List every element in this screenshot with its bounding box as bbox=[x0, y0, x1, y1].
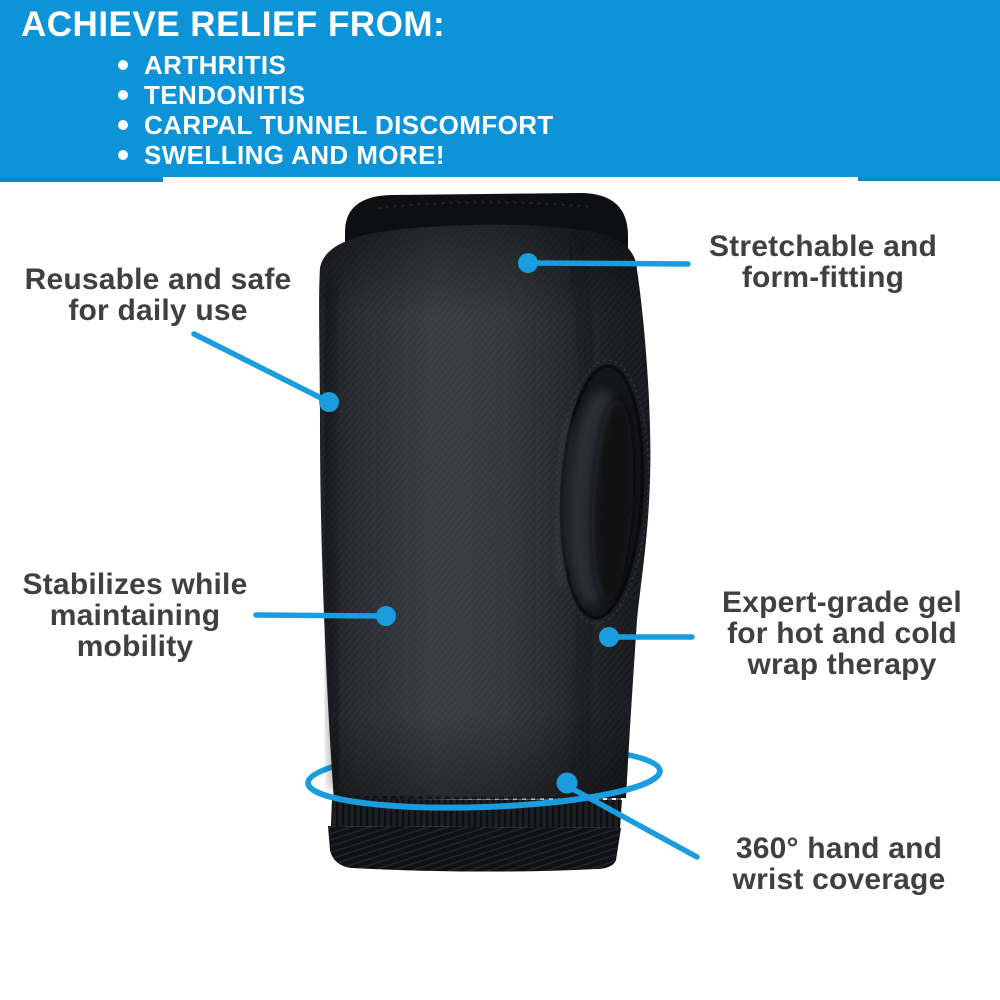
leader-line-stabilizes bbox=[253, 612, 387, 619]
banner-bullet: SWELLING AND MORE! bbox=[118, 140, 554, 170]
leader-dot-expert-gel bbox=[599, 627, 619, 647]
callout-line: Stretchable and bbox=[708, 230, 938, 263]
callout-stretchable: Stretchable and form-fitting bbox=[668, 231, 978, 293]
leader-line-reusable bbox=[191, 331, 330, 404]
callout-expert-gel: Expert-grade gel for hot and cold wrap t… bbox=[696, 587, 988, 680]
leader-dot-stabilizes bbox=[376, 606, 396, 626]
callout-reusable: Reusable and safe for daily use bbox=[8, 264, 308, 326]
callout-line: maintaining bbox=[49, 599, 221, 632]
banner-title: ACHIEVE RELIEF FROM: bbox=[21, 5, 446, 44]
coverage-ellipse-front bbox=[305, 767, 663, 811]
banner-edge-right bbox=[858, 177, 1000, 181]
banner-bullet: CARPAL TUNNEL DISCOMFORT bbox=[118, 110, 554, 140]
callout-line: for hot and cold bbox=[727, 617, 957, 650]
banner-edge-left bbox=[0, 177, 163, 182]
callout-line: form-fitting bbox=[741, 261, 905, 294]
banner-bullet-list: ARTHRITIS TENDONITIS CARPAL TUNNEL DISCO… bbox=[118, 50, 554, 170]
callout-stabilizes: Stabilizes while maintaining mobility bbox=[0, 569, 270, 662]
callout-line: for daily use bbox=[68, 294, 248, 327]
banner-bullet: TENDONITIS bbox=[118, 80, 554, 110]
banner-bullet: ARTHRITIS bbox=[118, 50, 554, 80]
callout-coverage: 360° hand and wrist coverage bbox=[694, 833, 984, 895]
leader-dot-coverage bbox=[556, 772, 578, 794]
thumb-opening bbox=[554, 359, 650, 625]
callout-line: Expert-grade gel bbox=[722, 586, 962, 619]
wrist-wrap-image bbox=[319, 193, 651, 872]
leader-line-coverage bbox=[566, 784, 700, 860]
leader-line-stretchable bbox=[527, 260, 691, 267]
banner: ACHIEVE RELIEF FROM: ARTHRITIS TENDONITI… bbox=[0, 0, 1000, 177]
callout-line: wrist coverage bbox=[732, 863, 946, 896]
callout-line: mobility bbox=[76, 630, 194, 663]
leader-dot-stretchable bbox=[518, 253, 538, 273]
callout-line: Stabilizes while bbox=[22, 568, 248, 601]
callout-line: Reusable and safe bbox=[24, 263, 292, 296]
callout-line: wrap therapy bbox=[747, 648, 937, 681]
leader-dot-reusable bbox=[319, 392, 339, 412]
callout-line: 360° hand and bbox=[735, 832, 943, 865]
